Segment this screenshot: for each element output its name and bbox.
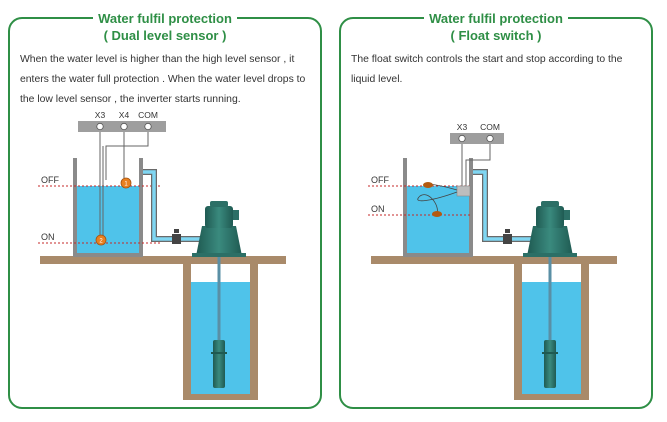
- water-tank: [403, 158, 473, 257]
- right-diagram: OFF ON X3 COM: [368, 122, 617, 400]
- well-wall-right: [250, 264, 258, 396]
- terminal-screw-icon: [144, 122, 152, 131]
- outlet-pipe: [473, 169, 531, 242]
- well-wall-right: [581, 264, 589, 396]
- terminal-screw-icon: [120, 122, 128, 131]
- ground-surface: [40, 256, 286, 264]
- float-low-icon: [432, 211, 442, 217]
- on-level-label: ON: [41, 232, 55, 242]
- terminal-block: [450, 133, 504, 144]
- valve-handle-icon: [505, 229, 510, 233]
- float-switch-box: [456, 185, 471, 197]
- common-wire: [465, 144, 491, 188]
- low-level-sensor-icon: [95, 234, 107, 246]
- float-cable: [417, 191, 458, 215]
- surface-pump-icon: [523, 201, 577, 257]
- terminal-screw-icon: [458, 134, 466, 143]
- terminal-label: X3: [95, 110, 106, 120]
- tank-water: [407, 186, 469, 253]
- panel-title-main: Water fulfil protection: [424, 11, 568, 27]
- terminal-label: X3: [457, 122, 468, 132]
- panel-title-main: Water fulfil protection: [93, 11, 237, 27]
- outlet-pipe: [143, 169, 200, 242]
- terminal-label: X4: [119, 110, 130, 120]
- terminal-label: COM: [138, 110, 158, 120]
- off-level-label: OFF: [371, 175, 389, 185]
- panel-title-sub: ( Float switch ): [445, 28, 547, 44]
- outlet-pipe-water: [473, 170, 531, 241]
- submersible-pump-icon: [542, 340, 558, 388]
- surface-pump-icon: [192, 201, 246, 257]
- left-diagram: OFF ON X3 X4 COM 1 2: [38, 110, 286, 400]
- panel-description: When the water level is higher than the …: [20, 54, 306, 105]
- ground-surface: [371, 256, 617, 264]
- sensor-number: 2: [99, 239, 103, 245]
- panel-title: Water fulfil protection ( Float switch ): [341, 10, 651, 44]
- well-wall-left: [183, 264, 191, 396]
- terminal-screw-icon: [96, 122, 104, 131]
- well-bottom: [183, 394, 258, 400]
- well-wall-left: [514, 264, 522, 396]
- valve-icon: [503, 234, 512, 244]
- panel-title: Water fulfil protection ( Dual level sen…: [10, 10, 320, 44]
- high-level-sensor-icon: [120, 177, 132, 189]
- common-wire: [105, 132, 149, 180]
- panel-title-sub: ( Dual level sensor ): [98, 28, 232, 44]
- tank-water: [77, 186, 139, 253]
- submersible-pump-icon: [211, 340, 227, 388]
- terminal-screw-icon: [486, 134, 494, 143]
- sensor-number: 1: [124, 182, 128, 188]
- well-bottom: [514, 394, 589, 400]
- on-level-label: ON: [371, 204, 385, 214]
- water-tank: [73, 158, 143, 257]
- valve-icon: [172, 234, 181, 244]
- valve-handle-icon: [174, 229, 179, 233]
- float-high-icon: [423, 182, 433, 188]
- terminal-label: COM: [480, 122, 500, 132]
- off-level-label: OFF: [41, 175, 59, 185]
- panel-description: The float switch controls the start and …: [351, 54, 623, 85]
- float-switch-panel: Water fulfil protection ( Float switch )…: [339, 11, 653, 409]
- dual-level-sensor-panel: Water fulfil protection ( Dual level sen…: [8, 11, 322, 409]
